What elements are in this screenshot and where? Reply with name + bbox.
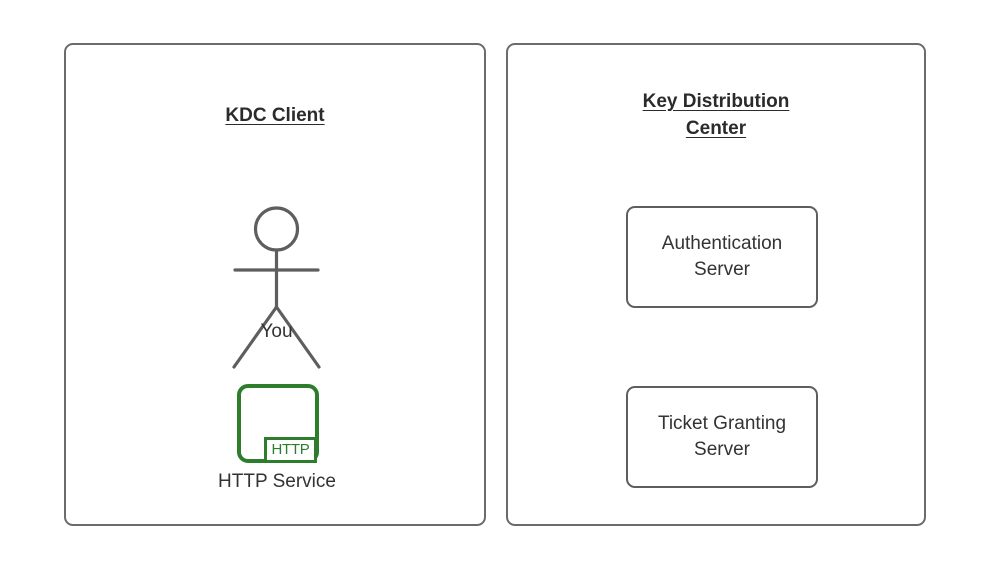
kdc-title-line-2: Center <box>685 118 747 139</box>
stick-figure-leg-right <box>274 305 321 369</box>
actor-label: You <box>260 321 293 342</box>
kdc-client-title: KDC Client <box>225 105 325 126</box>
authentication-server-box: Authentication Server <box>626 206 818 308</box>
http-service-node: HTTP HTTP Service <box>166 378 388 496</box>
stick-figure-icon <box>232 206 321 369</box>
stick-figure-leg-left <box>232 305 279 369</box>
kdc-title-line-1: Key Distribution <box>642 91 790 112</box>
ticket-granting-server-box: Ticket Granting Server <box>626 386 818 488</box>
key-distribution-center-panel: Key Distribution Center Authentication S… <box>506 43 926 526</box>
http-icon-badge: HTTP <box>264 437 317 463</box>
kdc-title: Key Distribution Center <box>508 88 924 142</box>
actor-you: You <box>214 157 339 372</box>
http-icon-wrap: HTTP <box>166 378 388 463</box>
http-service-icon: HTTP <box>237 384 319 463</box>
stick-figure-head <box>253 206 300 252</box>
kdc-client-panel: KDC Client You <box>64 43 486 526</box>
http-service-label: HTTP Service <box>218 471 336 492</box>
